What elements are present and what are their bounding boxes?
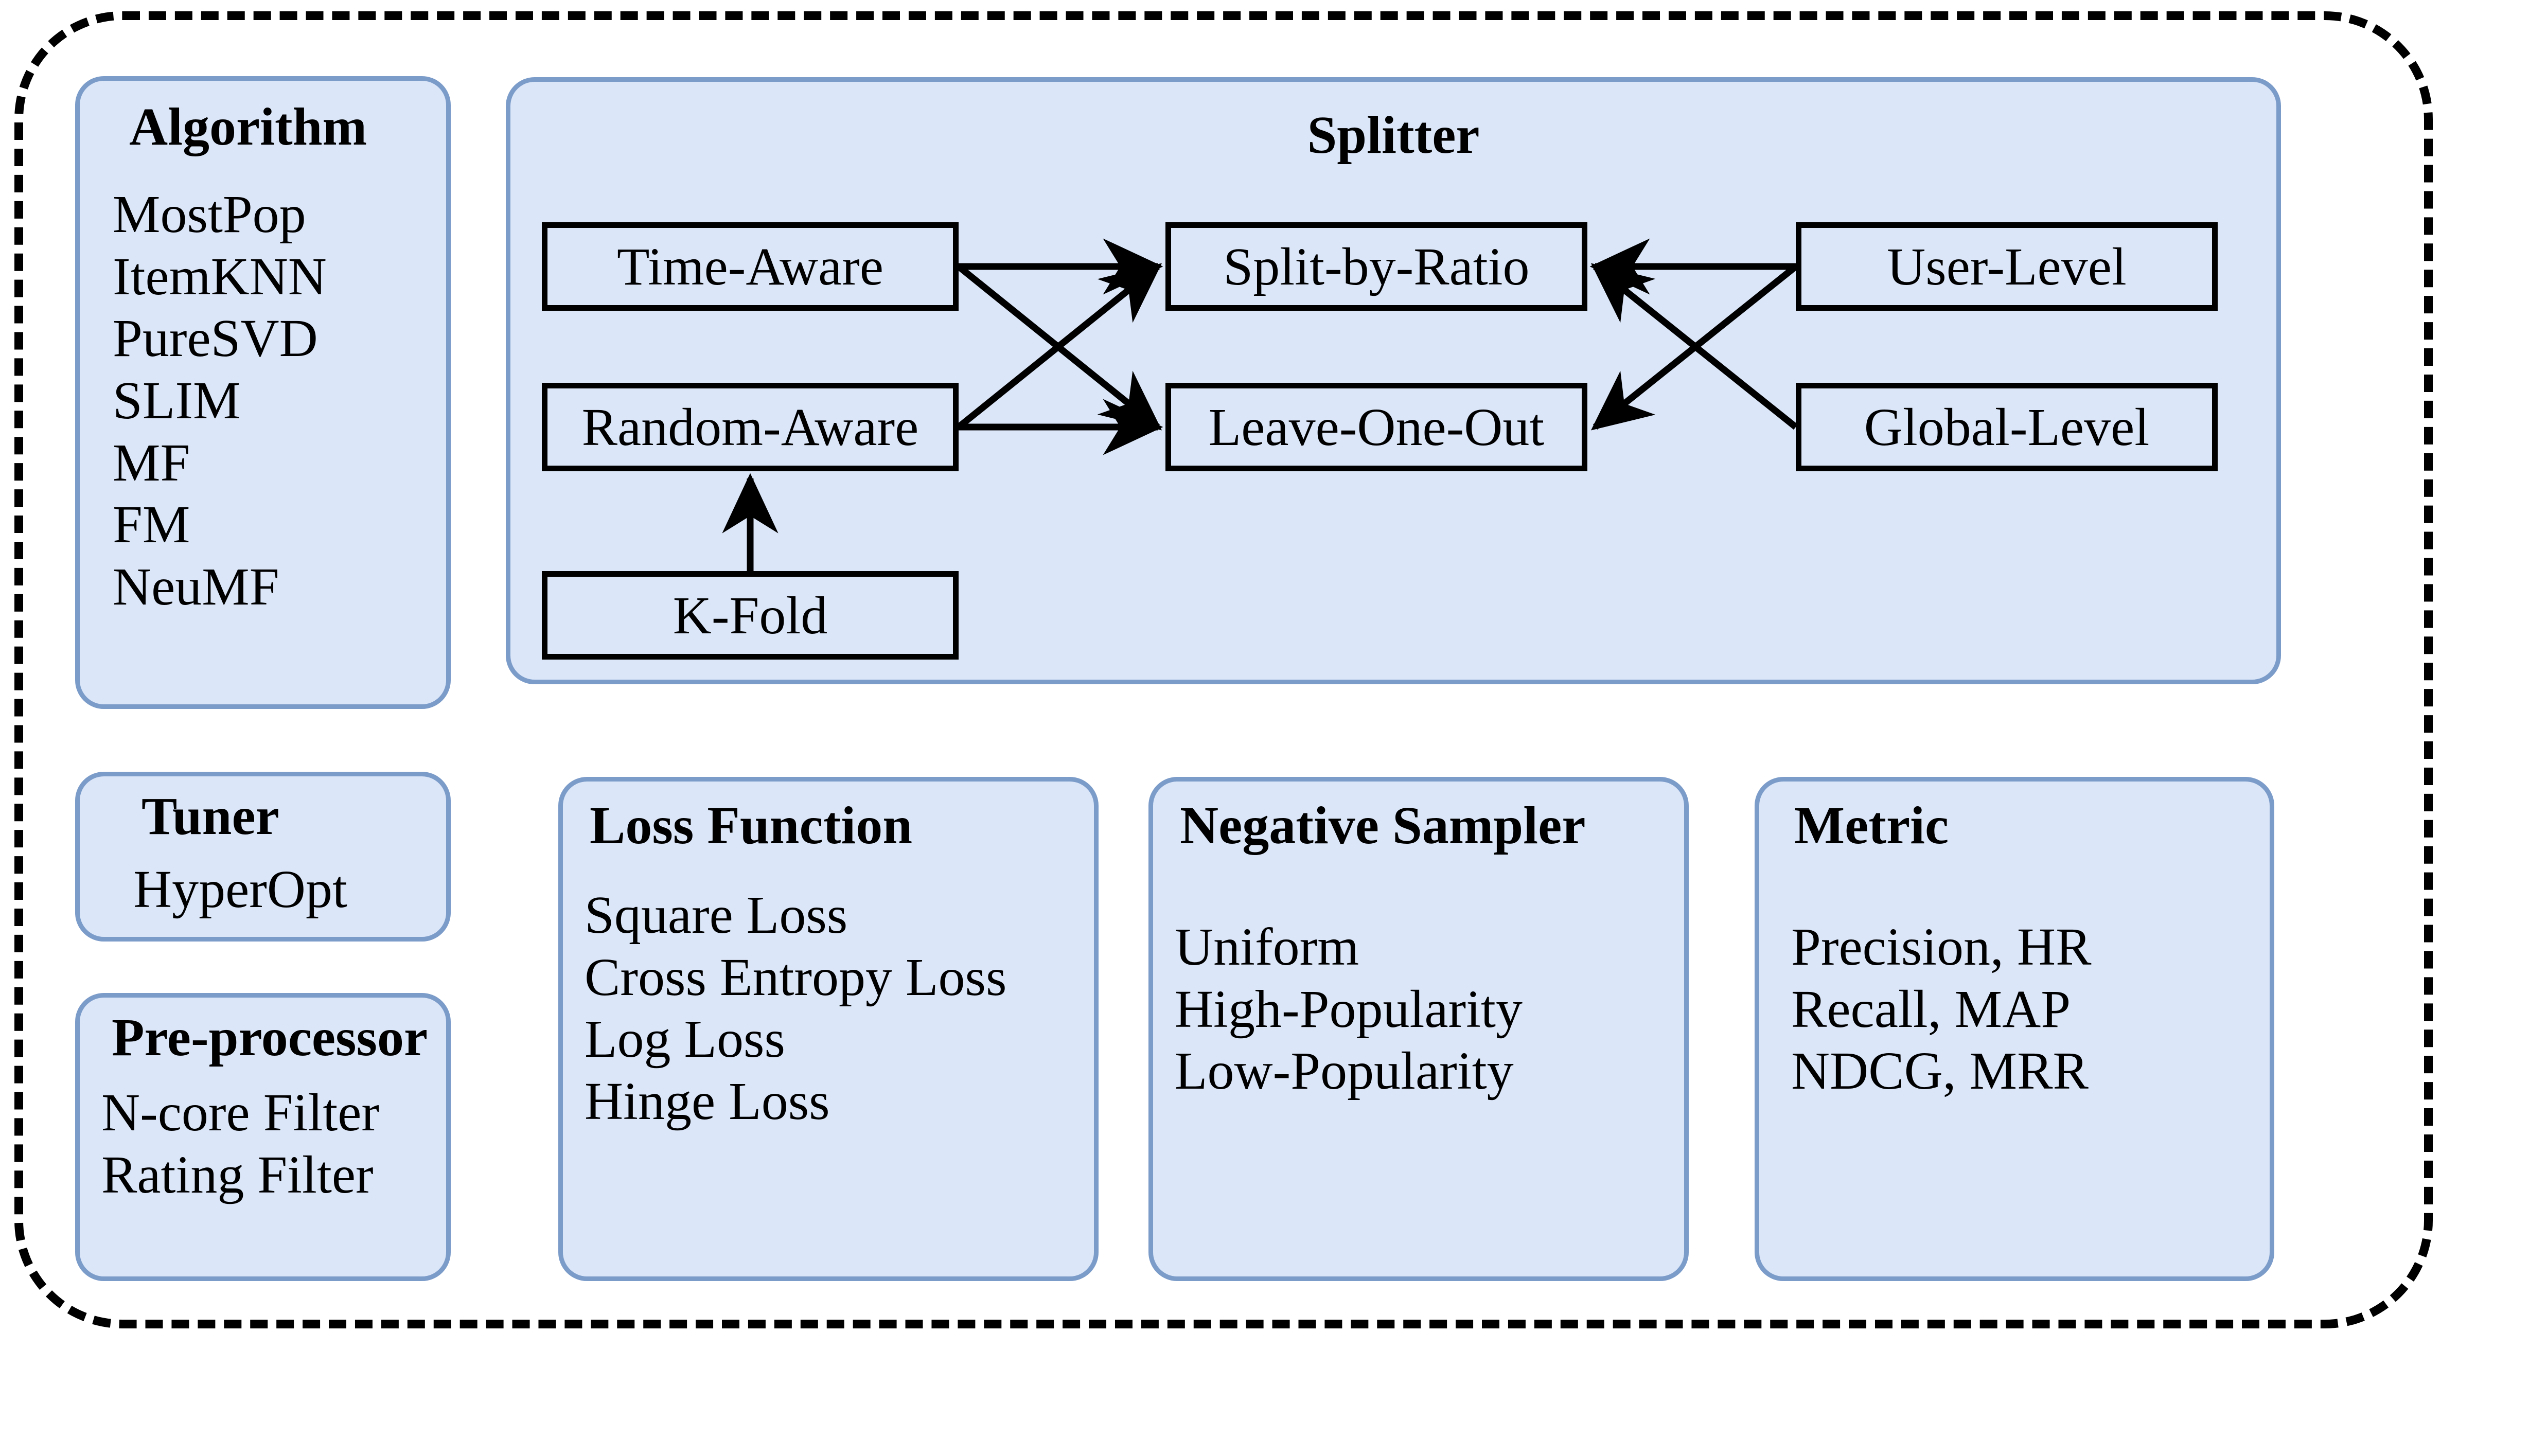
algorithm-panel: Algorithm MostPop ItemKNN PureSVD SLIM M… xyxy=(75,76,451,709)
negative-sampler-title: Negative Sampler xyxy=(1180,796,1586,855)
negative-sampler-item-list: Uniform High-Popularity Low-Popularity xyxy=(1175,916,1523,1103)
node-user-level[interactable]: User-Level xyxy=(1796,222,2218,311)
algorithm-item: SLIM xyxy=(113,370,241,430)
negative-sampler-panel: Negative Sampler Uniform High-Popularity… xyxy=(1148,777,1689,1281)
node-leave-one-out[interactable]: Leave-One-Out xyxy=(1165,383,1587,471)
loss-function-panel: Loss Function Square Loss Cross Entropy … xyxy=(558,777,1099,1281)
metric-item: NDCG, MRR xyxy=(1791,1041,2089,1101)
algorithm-item: MostPop xyxy=(113,185,306,244)
node-global-level[interactable]: Global-Level xyxy=(1796,383,2218,471)
tuner-item-list: HyperOpt xyxy=(133,859,347,921)
preprocessor-item: Rating Filter xyxy=(101,1145,374,1204)
splitter-panel: Splitter xyxy=(506,77,2281,684)
algorithm-item-list: MostPop ItemKNN PureSVD SLIM MF FM NeuMF xyxy=(113,184,327,618)
node-split-by-ratio[interactable]: Split-by-Ratio xyxy=(1165,222,1587,311)
metric-title: Metric xyxy=(1794,796,1949,855)
negative-sampler-item: Uniform xyxy=(1175,917,1359,976)
metric-item-list: Precision, HR Recall, MAP NDCG, MRR xyxy=(1791,916,2092,1103)
preprocessor-panel: Pre-processor N-core Filter Rating Filte… xyxy=(75,993,451,1281)
loss-function-item: Log Loss xyxy=(585,1009,785,1069)
node-k-fold[interactable]: K-Fold xyxy=(542,571,959,660)
negative-sampler-item: High-Popularity xyxy=(1175,979,1523,1039)
algorithm-item: ItemKNN xyxy=(113,246,327,306)
negative-sampler-item: Low-Popularity xyxy=(1175,1041,1514,1101)
preprocessor-title: Pre-processor xyxy=(112,1008,428,1067)
node-random-aware[interactable]: Random-Aware xyxy=(542,383,959,471)
tuner-title: Tuner xyxy=(142,787,279,846)
algorithm-item: PureSVD xyxy=(113,309,318,368)
metric-panel: Metric Precision, HR Recall, MAP NDCG, M… xyxy=(1755,777,2274,1281)
splitter-title: Splitter xyxy=(1307,105,1480,165)
node-time-aware[interactable]: Time-Aware xyxy=(542,222,959,311)
loss-function-item: Hinge Loss xyxy=(585,1071,830,1131)
algorithm-item: NeuMF xyxy=(113,557,279,616)
tuner-item: HyperOpt xyxy=(133,860,347,919)
preprocessor-item: N-core Filter xyxy=(101,1083,380,1142)
preprocessor-item-list: N-core Filter Rating Filter xyxy=(101,1082,379,1206)
loss-function-item: Square Loss xyxy=(585,885,848,945)
algorithm-title: Algorithm xyxy=(129,97,367,156)
loss-function-item-list: Square Loss Cross Entropy Loss Log Loss … xyxy=(585,884,1006,1133)
loss-function-item: Cross Entropy Loss xyxy=(585,947,1007,1007)
algorithm-item: FM xyxy=(113,495,190,555)
metric-item: Precision, HR xyxy=(1791,917,2092,976)
outer-dashed-frame xyxy=(14,11,2433,1328)
loss-function-title: Loss Function xyxy=(590,796,913,855)
tuner-panel: Tuner HyperOpt xyxy=(75,772,451,942)
metric-item: Recall, MAP xyxy=(1791,979,2071,1039)
algorithm-item: MF xyxy=(113,433,190,492)
